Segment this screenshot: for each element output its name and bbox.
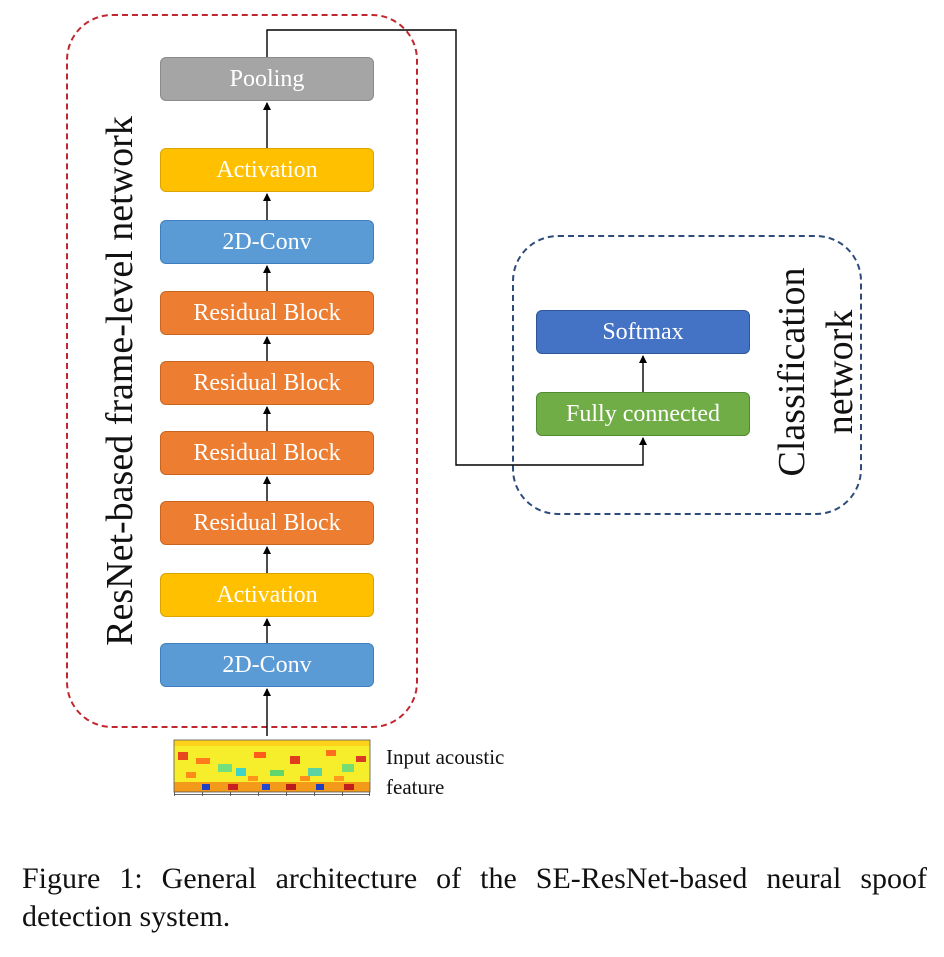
frame-level-network-group <box>66 14 418 728</box>
input-feature-label: Input acoustic feature <box>386 742 504 802</box>
activation-block-bottom: Activation <box>160 573 374 617</box>
conv-block-bottom: 2D-Conv <box>160 643 374 687</box>
input-feature-label-line1: Input acoustic <box>386 745 505 769</box>
fully-connected-block: Fully connected <box>536 392 750 436</box>
residual-block-3: Residual Block <box>160 361 374 405</box>
input-feature-label-line2: feature <box>386 775 445 799</box>
activation-block-top: Activation <box>160 148 374 192</box>
residual-block-4: Residual Block <box>160 291 374 335</box>
spectrogram-icon <box>173 739 371 796</box>
softmax-block: Softmax <box>536 310 750 354</box>
classification-network-group <box>512 235 862 515</box>
conv-block-top: 2D-Conv <box>160 220 374 264</box>
residual-block-1: Residual Block <box>160 501 374 545</box>
arrow-pooling-to-fully-connected <box>266 29 647 466</box>
figure-caption: Figure 1: General architecture of the SE… <box>22 862 927 933</box>
pooling-block: Pooling <box>160 57 374 101</box>
residual-block-2: Residual Block <box>160 431 374 475</box>
